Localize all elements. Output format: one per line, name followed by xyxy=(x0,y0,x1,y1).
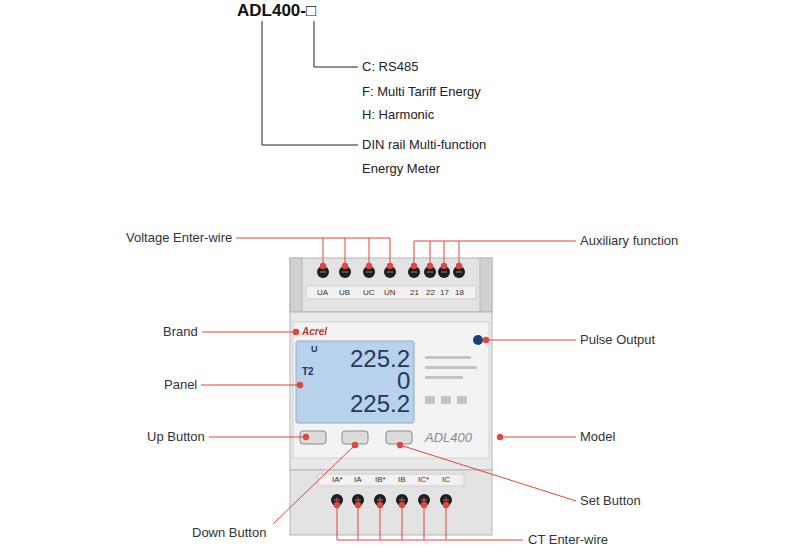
callout-dot xyxy=(352,442,358,448)
callout-label: Set Button xyxy=(580,494,641,509)
callout-label: Panel xyxy=(164,378,197,393)
callout-dot xyxy=(342,263,348,269)
callout-dot xyxy=(456,263,462,269)
leader-line xyxy=(262,21,358,145)
terminal-label: IC xyxy=(442,475,450,484)
callout-label: Pulse Output xyxy=(580,333,655,348)
callout-dot xyxy=(320,263,326,269)
callout-label: Auxiliary function xyxy=(580,234,678,249)
label-strip xyxy=(318,474,464,486)
lcd-panel xyxy=(296,341,414,423)
callout-dot xyxy=(366,263,372,269)
callout-label: Voltage Enter-wire xyxy=(126,231,232,246)
housing-tab xyxy=(480,258,492,312)
code-bracket xyxy=(262,21,358,145)
callout-dot xyxy=(427,263,433,269)
screw-slot xyxy=(427,271,433,272)
brand-logo: Acrel xyxy=(302,326,327,338)
screw-slot xyxy=(411,271,417,272)
rating-print xyxy=(425,356,477,404)
terminal-block xyxy=(290,258,492,312)
screw-slot xyxy=(387,271,393,272)
terminal-screws xyxy=(317,266,465,506)
terminal-label: 17 xyxy=(440,288,449,297)
option-text: C: RS485 xyxy=(362,60,418,75)
terminal-label: IA xyxy=(354,475,362,484)
callout-dot xyxy=(387,263,393,269)
callout-dot xyxy=(355,502,361,508)
callout-dot xyxy=(443,502,449,508)
screw-slot xyxy=(366,271,372,272)
callout-label: Model xyxy=(580,430,615,445)
callout-dot xyxy=(483,337,489,343)
front-plate xyxy=(293,322,489,458)
callout-dot xyxy=(497,434,503,440)
callout-dot xyxy=(334,502,340,508)
lcd-reading: 225.2 xyxy=(350,392,410,416)
terminal-label: 22 xyxy=(426,288,435,297)
model-print: ADL400 xyxy=(425,431,472,446)
up-button xyxy=(300,431,326,444)
screw-slot xyxy=(456,271,462,272)
callout-dots xyxy=(293,263,503,508)
terminal-label: IA* xyxy=(332,475,343,484)
terminal-label: IC* xyxy=(418,475,429,484)
screw-slot xyxy=(320,271,326,272)
housing-tab xyxy=(290,258,302,312)
lcd-reading: 0 xyxy=(397,369,410,393)
callout-dot xyxy=(399,502,405,508)
callout-dot xyxy=(411,263,417,269)
callout-dot xyxy=(421,502,427,508)
callout-label: Down Button xyxy=(192,526,266,541)
lcd-reading: 225.2 xyxy=(350,347,410,371)
leader-line xyxy=(314,21,358,67)
housing-body xyxy=(290,312,492,470)
callout-label: Brand xyxy=(163,325,198,340)
callout-dot xyxy=(397,442,403,448)
model-code: ADL400-□ xyxy=(237,1,316,21)
callout-label: Up Button xyxy=(147,430,205,445)
terminal-label: IB* xyxy=(375,475,386,484)
terminal-label: UN xyxy=(384,288,396,297)
terminal-block xyxy=(290,470,492,535)
terminal-label: UA xyxy=(317,288,328,297)
callout-label: CT Enter-wire xyxy=(528,533,608,548)
lcd-indicator: T2 xyxy=(302,366,314,378)
screw-slot xyxy=(342,271,348,272)
pulse-led xyxy=(473,335,483,345)
callout-leaders xyxy=(201,238,576,540)
terminal-label: UB xyxy=(339,288,350,297)
lcd-indicator: U xyxy=(311,344,318,354)
callout-dot xyxy=(293,329,299,335)
callout-dot xyxy=(303,434,309,440)
label-strip xyxy=(306,286,476,299)
terminal-label: IB xyxy=(398,475,406,484)
screw-slot xyxy=(441,271,447,272)
callout-dot xyxy=(377,502,383,508)
option-text: H: Harmonic xyxy=(362,108,434,123)
terminal-label: 21 xyxy=(410,288,419,297)
terminal-label: UC xyxy=(363,288,375,297)
callout-dot xyxy=(441,263,447,269)
callout-dot xyxy=(297,382,303,388)
option-text: DIN rail Multi-function Energy Meter xyxy=(362,133,527,181)
option-text: F: Multi Tariff Energy xyxy=(362,85,481,100)
terminal-label: 18 xyxy=(455,288,464,297)
